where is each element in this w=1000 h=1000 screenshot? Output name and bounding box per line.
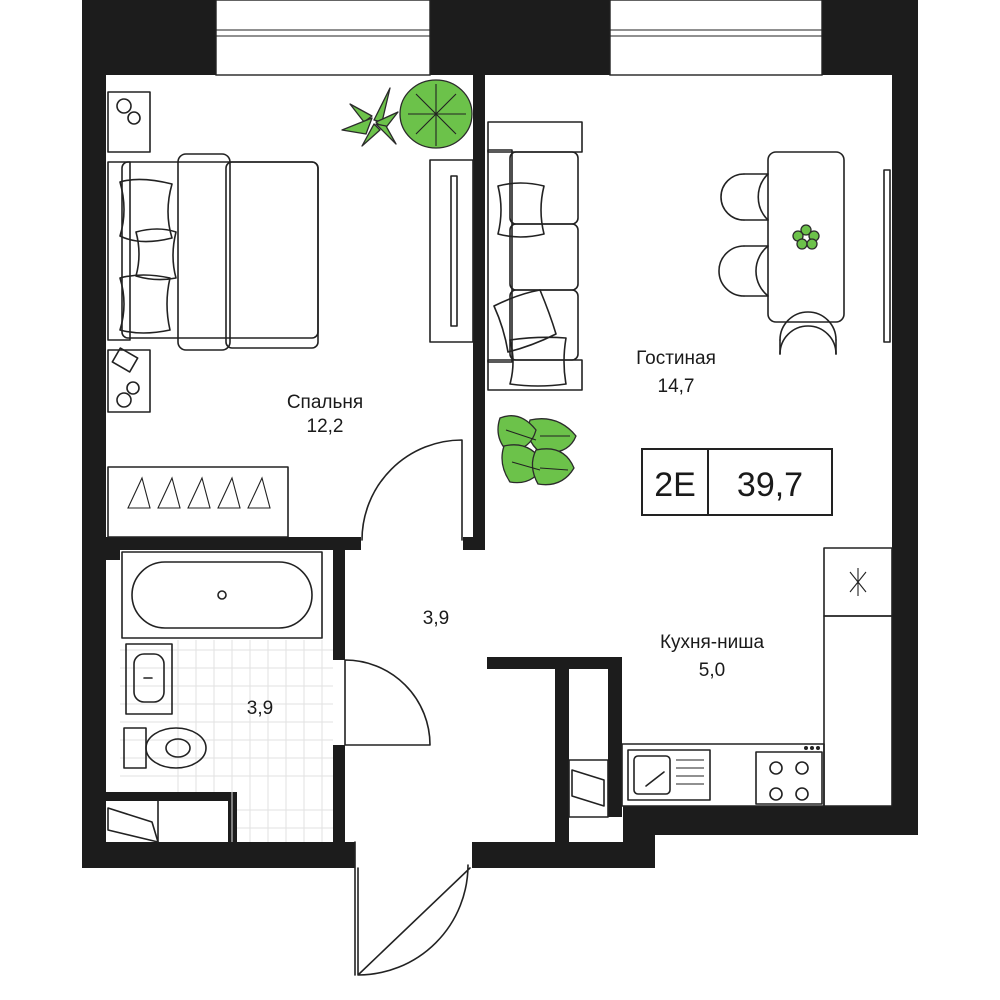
wardrobe	[107, 466, 289, 538]
kitchen-sink	[627, 749, 711, 801]
nightstand-bottom	[107, 349, 151, 413]
wall-kitchen-top	[487, 657, 622, 669]
wall-left	[82, 0, 106, 868]
cushion-1	[497, 182, 545, 238]
walls	[82, 0, 918, 868]
kitchen-counter-right	[823, 615, 893, 807]
plants	[341, 79, 577, 486]
door-bathroom	[344, 659, 431, 746]
bed	[121, 161, 319, 339]
apartment-total-area: 39,7	[737, 466, 803, 504]
living-name: Гостиная	[636, 348, 716, 369]
bedroom-area: 12,2	[307, 416, 344, 437]
bathroom-area: 3,9	[247, 698, 273, 719]
nightstand-top	[107, 91, 151, 153]
window-living	[609, 0, 823, 76]
bathtub	[121, 551, 323, 639]
pillow-2	[135, 228, 177, 281]
plant-living-monstera-icon	[497, 415, 577, 486]
chair-1	[720, 173, 769, 221]
wall-bedroom-bath	[106, 537, 361, 550]
wall-bedroom-stub	[463, 537, 485, 550]
living-furniture	[487, 121, 891, 391]
bedroom-furniture	[107, 91, 474, 538]
wall-bath-hall-upper	[333, 540, 345, 660]
wall-bottom-left	[82, 842, 355, 868]
hall-closet	[568, 759, 609, 818]
kitchen-name: Кухня-ниша	[660, 632, 765, 653]
wall-bath-hall-lower	[333, 745, 345, 855]
wall-bath-closet	[106, 792, 236, 801]
cushion-3	[509, 336, 567, 387]
toilet-tank	[123, 727, 147, 769]
apartment-tag-box	[641, 448, 833, 516]
cushion-2	[493, 289, 557, 353]
sofa-arm-top	[487, 121, 583, 153]
wall-shelf	[883, 169, 891, 343]
kitchen	[568, 547, 893, 818]
doors	[344, 439, 471, 976]
bedroom-name: Спальня	[287, 392, 363, 413]
pillow-1	[119, 178, 173, 243]
pillow-3	[119, 274, 171, 334]
plant-bedroom-small-icon	[341, 87, 399, 147]
apartment-code: 2E	[654, 466, 696, 504]
bath-closet-shelf	[107, 807, 159, 843]
sofa-back	[487, 149, 513, 363]
living-area: 14,7	[658, 376, 695, 397]
bed-blanket	[225, 161, 319, 349]
apartment-tag: 2E 39,7	[641, 448, 833, 516]
bed-headboard	[107, 161, 131, 341]
bathtub-basin	[131, 561, 313, 629]
kitchen-area: 5,0	[699, 660, 725, 681]
bed-blanket-fold	[177, 153, 231, 351]
fridge-snowflake-icon	[849, 568, 867, 596]
bedroom-cabinet	[429, 159, 474, 343]
door-entrance	[357, 864, 471, 976]
door-bedroom	[361, 439, 463, 541]
kitchen-counter-bottom	[621, 743, 825, 807]
window-bedroom	[215, 0, 431, 76]
bathroom-tiles	[120, 640, 333, 842]
wall-top-middle	[430, 0, 610, 75]
dining-table	[767, 151, 845, 323]
toilet-bowl	[145, 727, 207, 769]
chair-2	[718, 245, 769, 297]
chair-3	[779, 311, 837, 355]
bathroom	[107, 551, 333, 843]
sofa-seat-3	[509, 289, 579, 361]
wall-kitchen-side	[555, 657, 569, 847]
wall-bedroom-living	[473, 75, 485, 550]
wall-kitchen-inner	[608, 657, 622, 817]
wall-bottom-right	[632, 806, 918, 835]
bath-sink	[125, 643, 173, 715]
bath-corner	[106, 548, 120, 560]
windows	[215, 0, 823, 76]
plant-bedroom-large-icon	[399, 79, 473, 149]
wall-right	[892, 0, 918, 835]
stove	[755, 751, 823, 805]
table-flower-icon	[792, 224, 820, 250]
room-labels: Спальня 12,2 Гостиная 14,7 Кухня-ниша 5,…	[247, 348, 765, 719]
hall-area: 3,9	[423, 608, 449, 629]
